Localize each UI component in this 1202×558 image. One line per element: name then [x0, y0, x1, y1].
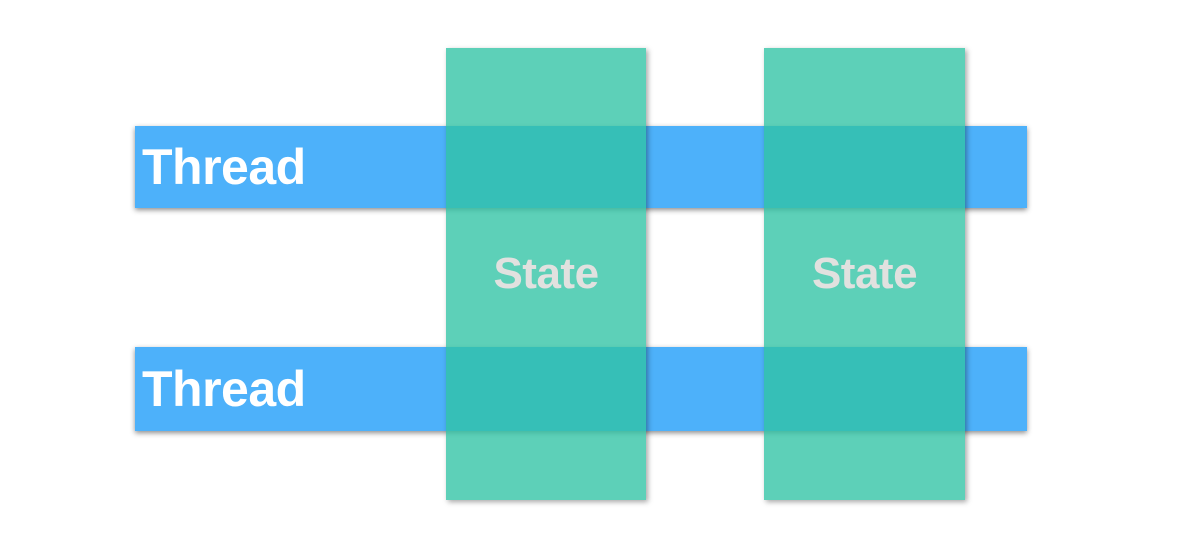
state-column-2: State: [764, 48, 965, 500]
thread-1-label: Thread: [142, 139, 306, 195]
thread-2-label: Thread: [142, 361, 306, 417]
state-column-1: State: [446, 48, 646, 500]
state-2-label: State: [811, 249, 918, 298]
state-1-label: State: [493, 249, 599, 298]
